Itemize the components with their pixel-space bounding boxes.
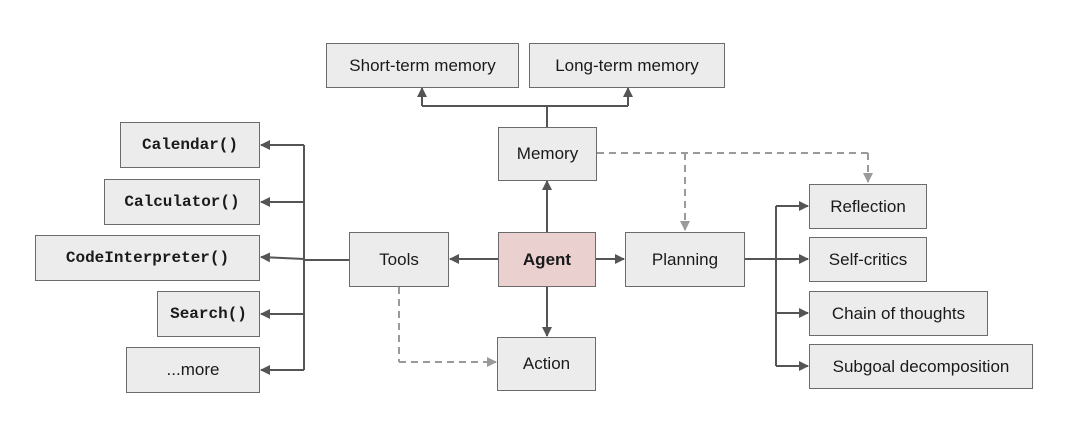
- calculator-tool-node: Calculator(): [104, 179, 260, 225]
- self-critics-node: Self-critics: [809, 237, 927, 282]
- memory-node: Memory: [498, 127, 597, 181]
- tools-node: Tools: [349, 232, 449, 287]
- code-interpreter-tool-node: CodeInterpreter(): [35, 235, 260, 281]
- more-tools-node: ...more: [126, 347, 260, 393]
- edge-planning-to-planning-list: [745, 201, 809, 371]
- search-tool-node: Search(): [157, 291, 260, 337]
- chain-of-thoughts-node: Chain of thoughts: [809, 291, 988, 336]
- action-node: Action: [497, 337, 596, 391]
- subgoal-decomposition-node: Subgoal decomposition: [809, 344, 1033, 389]
- edge-tools-to-action-dashed: [398, 287, 497, 367]
- calendar-tool-node: Calendar(): [120, 122, 260, 168]
- edge-tools-to-tool-list: [260, 140, 349, 375]
- edge-memory-to-memories: [417, 87, 633, 127]
- short-term-memory-node: Short-term memory: [326, 43, 519, 88]
- edge-memory-to-planning-dashed: [597, 152, 873, 231]
- planning-node: Planning: [625, 232, 745, 287]
- long-term-memory-node: Long-term memory: [529, 43, 725, 88]
- agent-node: Agent: [498, 232, 596, 287]
- reflection-node: Reflection: [809, 184, 927, 229]
